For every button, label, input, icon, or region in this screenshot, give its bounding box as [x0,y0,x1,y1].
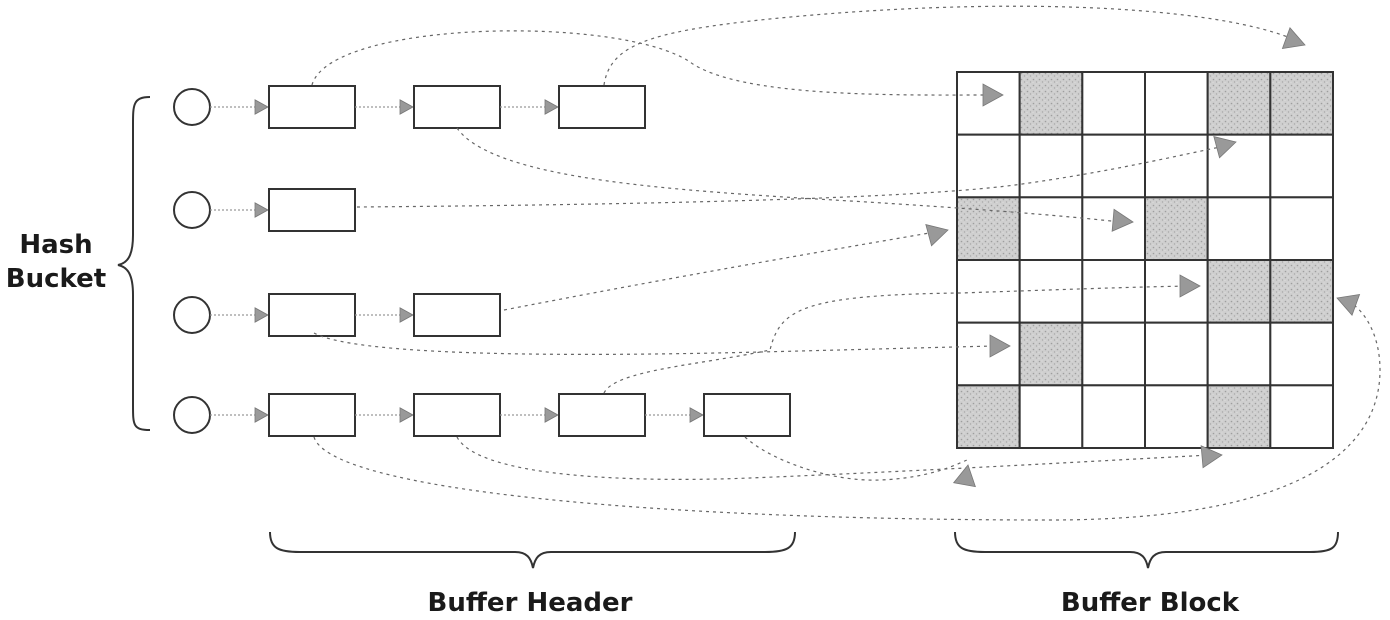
pointer-arrowhead [1213,136,1237,159]
buffer-block-cell-used [1144,196,1209,261]
buffer-block-cell-used [1206,71,1272,136]
buffer-block-cell [1018,384,1084,450]
hash-chain [173,393,791,437]
buffer-block-cell [1144,321,1209,387]
link-arrowhead [544,407,559,423]
buffer-block-cell-used [1018,71,1084,136]
hash-bucket-brace [117,96,151,431]
buffer-header-box [558,393,646,437]
pointer-dashed-line [356,144,1231,208]
link-arrowhead [544,99,559,115]
pointer-arrowhead [925,224,949,247]
buffer-block-cell-used [1018,321,1084,387]
buffer-block-cell-used [956,196,1021,261]
buffer-header-box [268,393,356,437]
buffer-block-cell [1081,321,1147,387]
pointer-dashed-line [313,332,996,356]
buffer-block-cell [1144,384,1209,450]
pointer-arrowhead [1179,274,1201,298]
buffer-block-cell [1206,196,1272,261]
link-arrowhead [254,307,269,323]
buffer-block-brace [954,531,1339,569]
buffer-block-cell-used [1206,259,1272,324]
pointer-arrowhead [1336,294,1361,316]
hash-bucket-node [173,396,211,434]
link-arrowhead [254,99,269,115]
buffer-header-box [413,393,501,437]
link-arrowhead [689,407,704,423]
link-arrowhead [399,307,414,323]
pointer-dashed-line [603,285,1191,394]
buffer-block-cell [1081,71,1147,136]
pointer-dashed-line [603,5,1301,86]
buffer-block-cell [1144,71,1209,136]
buffer-block-cell [1144,259,1209,324]
buffer-header-box [268,293,356,337]
pointer-dashed-line [313,299,1381,521]
buffer-header-box [703,393,791,437]
buffer-block-cell [1269,196,1335,261]
buffer-block-cell-used [1269,71,1335,136]
buffer-header-box [413,85,501,129]
buffer-block-cell [1018,259,1084,324]
buffer-block-cell-used [1269,259,1335,324]
buffer-block-cell-used [1206,384,1272,450]
hash-bucket-node [173,88,211,126]
buffer-header-box [268,188,356,232]
buffer-block-cell [1269,384,1335,450]
hash-bucket-node [173,191,211,229]
buffer-block-cell [1018,196,1084,261]
hash-bucket-node [173,296,211,334]
buffer-header-label: Buffer Header [427,588,633,618]
buffer-block-cell [1018,133,1084,199]
buffer-header-box [268,85,356,129]
pointer-dashed-line [503,231,936,311]
hash-chain [173,188,356,232]
buffer-block-cell [1081,384,1147,450]
pointer-arrowhead [1281,27,1306,49]
link-arrowhead [254,407,269,423]
buffer-block-cell [1269,133,1335,199]
pointer-dashed-line [311,30,991,96]
hash-chain [173,85,646,129]
buffer-block-cell [1269,321,1335,387]
link-arrowhead [399,99,414,115]
hash-bucket-label: Hash Bucket [0,228,112,296]
pointer-arrowhead [1200,445,1223,469]
hash-bucket-label-line1: Hash [19,230,93,260]
hash-chain [173,293,501,337]
buffer-block-cell-used [956,384,1021,450]
link-arrowhead [399,407,414,423]
hash-bucket-label-line2: Bucket [5,264,107,294]
buffer-block-cell [1081,259,1147,324]
buffer-block-cell [956,321,1021,387]
buffer-header-brace [269,531,796,569]
buffer-block-cell [956,133,1021,199]
buffer-block-cell [956,259,1021,324]
pointer-arrowhead [982,83,1004,107]
pointer-arrowhead [952,464,976,488]
buffer-block-cell [1144,133,1209,199]
buffer-block-label: Buffer Block [1060,588,1240,618]
link-arrowhead [254,202,269,218]
buffer-header-box [558,85,646,129]
buffer-block-cell [1206,321,1272,387]
buffer-header-box [413,293,501,337]
pointer-arrowhead [1111,208,1134,232]
pointer-dashed-line [456,436,1211,480]
buffer-block-cell [1081,133,1147,199]
pointer-arrowhead [989,334,1011,358]
